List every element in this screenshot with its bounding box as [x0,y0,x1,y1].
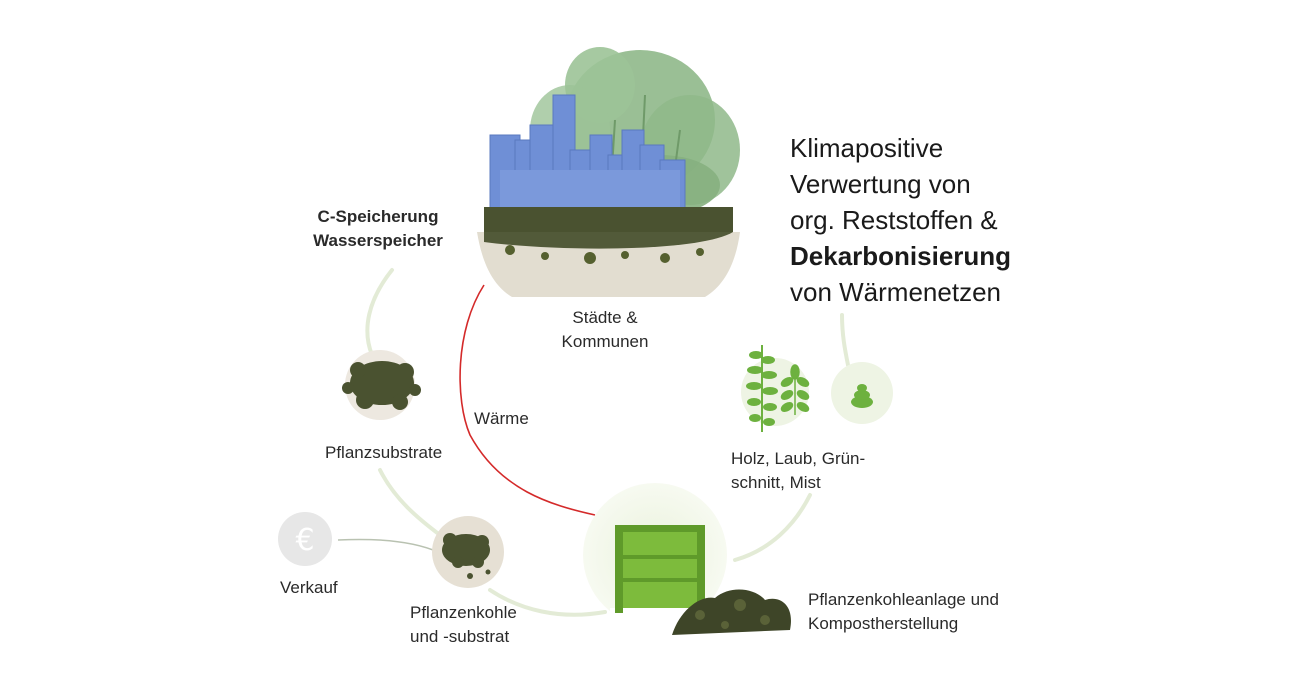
cities-label: Städte & Kommunen [545,306,665,354]
plant-label-line: Kompostherstellung [808,614,959,633]
cities-illustration [477,47,740,297]
storage-label: C-Speicherung Wasserspeicher [303,205,453,253]
inputs-label-line: schnitt, Mist [731,473,821,492]
biochar-label-line: Pflanzenkohle [410,603,517,622]
cities-label-line: Städte & [572,308,638,327]
headline-line-bold: Dekarbonisierung [790,241,1012,271]
headline-line: von Wärmenetzen [790,277,1001,307]
inputs-label-line: Holz, Laub, Grün- [731,449,866,468]
skyline-icon [489,94,686,216]
heat-label: Wärme [474,409,529,428]
headline-line: Klimapositive [790,133,944,163]
connector-storage-to-substrates [365,268,394,357]
storage-label-line: C-Speicherung [317,207,439,226]
headline-line: Verwertung von [790,169,971,199]
plant-label-line: Pflanzenkohleanlage und [808,590,999,609]
compost-pile-icon [672,589,791,635]
euro-coin-icon: € [278,512,332,566]
headline-line: org. Reststoffen & [790,205,998,235]
plant-illustration [583,483,791,635]
shelf-unit-icon [615,525,705,613]
connector-headline-to-inputs [840,313,850,367]
headline: Klimapositive Verwertung von org. Restst… [790,130,1011,310]
cities-label-line: Kommunen [561,332,649,351]
euro-symbol: € [295,523,314,558]
connector-sale-to-biochar [337,538,439,553]
storage-label-line: Wasserspeicher [313,231,443,250]
connector-substrates-to-biochar [378,468,442,537]
manure-icon [851,384,873,408]
substrate-illustration [342,350,421,420]
connector-inputs-to-plant [733,493,812,562]
cycle-connectors [365,268,850,617]
plant-label: Pflanzenkohleanlage und Kompostherstellu… [808,588,999,636]
connector-biochar-to-plant [488,588,607,617]
biochar-label-line: und -substrat [410,627,510,646]
planter-pot [477,232,740,297]
substrates-label: Pflanzsubstrate [325,443,443,462]
biochar-illustration [432,516,504,588]
heat-arc [459,284,596,516]
leaf-branch-icon [780,364,810,415]
fern-icon [746,345,778,432]
biochar-label: Pflanzenkohle und -substrat [410,601,517,649]
inputs-label: Holz, Laub, Grün- schnitt, Mist [731,447,865,495]
sale-label: Verkauf [280,578,338,597]
inputs-illustration [741,345,893,432]
